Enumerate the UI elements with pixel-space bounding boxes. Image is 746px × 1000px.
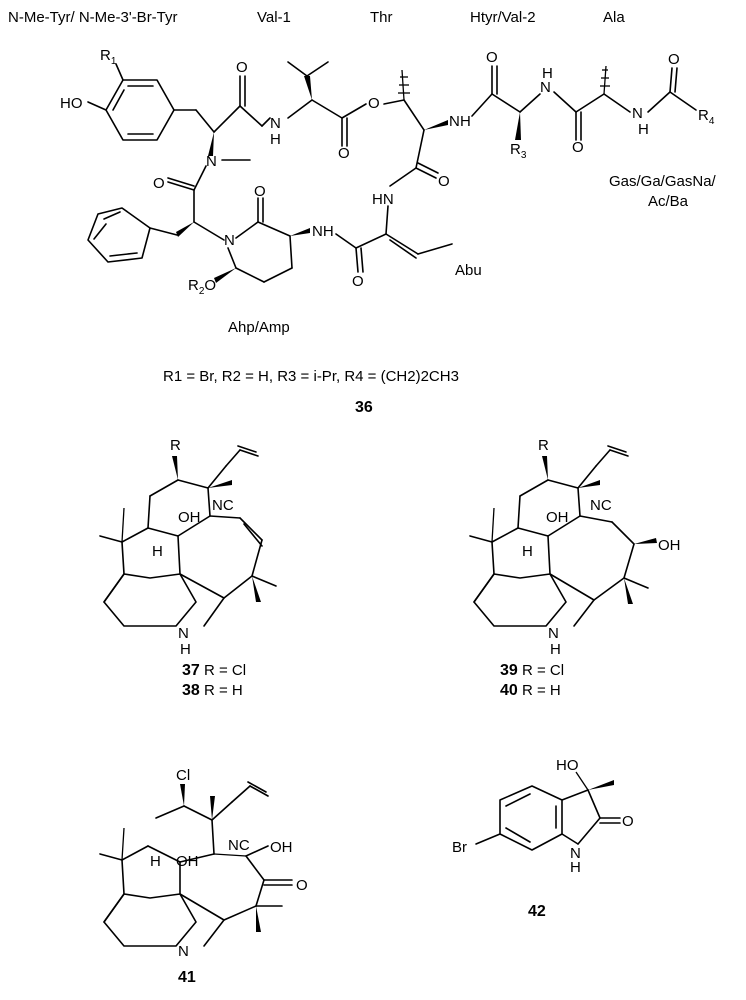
ala-h-label: H xyxy=(542,65,553,82)
residue-label-tyr: N-Me-Tyr/ N-Me-3'-Br-Tyr xyxy=(8,9,178,26)
ahp-nitrogen-label: N xyxy=(224,232,235,249)
r3-label: R3 xyxy=(510,141,527,161)
bromine-label: Br xyxy=(452,839,467,856)
hydroxyl-label: HO xyxy=(556,757,579,774)
compound-37-caption: 37 R = Cl xyxy=(182,662,246,679)
isonitrile-label: NC xyxy=(590,497,612,514)
oxygen-label: O xyxy=(572,139,584,156)
compound-36-structure: N-Me-Tyr/ N-Me-3'-Br-Tyr Val-1 Thr Htyr/… xyxy=(8,9,717,336)
isonitrile-label: NC xyxy=(228,837,250,854)
ala2-nh-label: N xyxy=(632,105,643,122)
residue-label-acyl-1: Gas/Ga/GasNa/ xyxy=(609,173,717,190)
abu-hn-label: HN xyxy=(372,191,394,208)
hydroxyl-label: HO xyxy=(60,95,83,112)
compound-42-structure: Br N H O HO xyxy=(452,757,634,876)
oxygen-label: O xyxy=(153,175,165,192)
thr-h-label: H xyxy=(460,113,471,130)
hydroxyl-label: OH xyxy=(178,509,201,526)
oxygen-label: O xyxy=(254,183,266,200)
hydrogen-label: H xyxy=(150,853,161,870)
ala-nh-label: N xyxy=(540,79,551,96)
ahp-nh-label: NH xyxy=(312,223,334,240)
r1-label: R1 xyxy=(100,47,117,67)
hydrogen-label: H xyxy=(152,543,163,560)
compound-42-number: 42 xyxy=(528,903,546,920)
r-label: R xyxy=(170,437,181,454)
isonitrile-label: NC xyxy=(212,497,234,514)
lactam-h-label: H xyxy=(570,859,581,876)
compound-37-38-structure: R NC OH H N H xyxy=(99,437,277,658)
compound-39-caption: 39 R = Cl xyxy=(500,662,564,679)
hydroxyl-label: OH xyxy=(176,853,199,870)
hydroxyl-label: OH xyxy=(546,509,569,526)
residue-label-acyl-2: Ac/Ba xyxy=(648,193,689,210)
compound-41-structure: Cl NC OH H OH O N xyxy=(99,767,308,960)
compound-36-number: 36 xyxy=(355,399,373,416)
indole-nh-label: N xyxy=(548,625,559,642)
oxygen-label: O xyxy=(668,51,680,68)
r2o-label: R2O xyxy=(188,277,216,297)
indole-nh-label: N xyxy=(178,625,189,642)
oxygen-label: O xyxy=(486,49,498,66)
n-methyl-label: N xyxy=(206,153,217,170)
chlorine-label: Cl xyxy=(176,767,190,784)
r-label: R xyxy=(538,437,549,454)
ala2-h-label: H xyxy=(638,121,649,138)
indole-nh-label: N xyxy=(178,943,189,960)
oxygen-label: O xyxy=(352,273,364,290)
residue-label-htyr: Htyr/Val-2 xyxy=(470,9,536,26)
indole-h-label: H xyxy=(550,641,561,658)
val-nh-label: N xyxy=(270,115,281,132)
hydrogen-label: H xyxy=(522,543,533,560)
residue-label-val1: Val-1 xyxy=(257,9,291,26)
oxygen-label: O xyxy=(438,173,450,190)
compound-41-number: 41 xyxy=(178,969,196,986)
compound-36-substituents: R1 = Br, R2 = H, R3 = i-Pr, R4 = (CH2)2C… xyxy=(163,368,459,385)
residue-label-abu: Abu xyxy=(455,262,482,279)
residue-label-thr: Thr xyxy=(370,9,393,26)
hydroxyl-2-label: OH xyxy=(658,537,681,554)
residue-label-ala: Ala xyxy=(603,9,625,26)
hydroxyl-2-label: OH xyxy=(270,839,293,856)
residue-label-ahp: Ahp/Amp xyxy=(228,319,290,336)
oxygen-label: O xyxy=(236,59,248,76)
ketone-oxygen-label: O xyxy=(296,877,308,894)
indole-h-label: H xyxy=(180,641,191,658)
r4-label: R4 xyxy=(698,107,715,127)
compound-40-caption: 40 R = H xyxy=(500,682,561,699)
compound-38-caption: 38 R = H xyxy=(182,682,243,699)
lactam-nh-label: N xyxy=(570,845,581,862)
thr-nh-label: N xyxy=(449,113,460,130)
oxygen-label: O xyxy=(338,145,350,162)
carbonyl-oxygen-label: O xyxy=(622,813,634,830)
val-h-label: H xyxy=(270,131,281,148)
compound-39-40-structure: R NC OH H OH N H xyxy=(469,437,681,658)
ester-oxygen-label: O xyxy=(368,95,380,112)
